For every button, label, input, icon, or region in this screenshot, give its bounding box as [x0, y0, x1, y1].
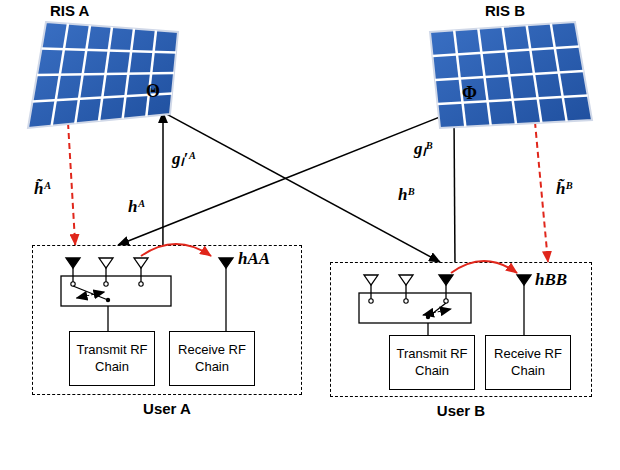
channel-label: h̃ᴬ — [34, 180, 51, 199]
ris-grid-line — [42, 49, 177, 53]
feed-line — [523, 285, 524, 335]
self-interference-arrow — [141, 244, 211, 256]
self-interference-label: hBB — [535, 271, 567, 290]
channel-arrow — [453, 112, 455, 262]
self-interference-label: hAA — [238, 250, 270, 269]
antenna-feed — [105, 268, 106, 282]
reflected-channel-arrow — [535, 122, 548, 262]
rf-chain-label: Receive RF Chain — [170, 342, 254, 375]
user-name: User B — [331, 402, 591, 420]
antenna-symbol — [399, 275, 413, 285]
ris-panel: RIS BΦ — [430, 22, 592, 128]
rf-chain-label: Receive RF Chain — [486, 346, 570, 379]
channel-label: hᴬ — [128, 198, 145, 217]
antenna-symbol — [99, 258, 113, 268]
ris-grid-line — [433, 47, 580, 57]
ris-surface — [28, 22, 178, 128]
ris-outline — [430, 22, 592, 128]
channel-arrow — [163, 112, 440, 262]
antenna-feed — [405, 285, 406, 299]
ris-surface — [430, 22, 592, 128]
ris-name: RIS B — [485, 2, 525, 20]
feed-line — [427, 323, 428, 335]
switch-box — [359, 293, 471, 323]
reflected-channel-arrow — [68, 123, 75, 245]
channel-label: gₗᴮ — [414, 140, 432, 159]
antenna-feed — [370, 285, 371, 299]
antenna-symbol — [439, 275, 453, 285]
feed-line — [225, 268, 226, 331]
switch-box — [61, 276, 171, 306]
switch-arm — [428, 303, 446, 317]
user-box: User ATransmit RF ChainReceive RF Chainh… — [32, 245, 302, 395]
feed-line — [107, 306, 108, 331]
channel-label: gₗ′ᴬ — [172, 150, 195, 169]
phase-matrix-symbol: Θ — [146, 82, 160, 100]
antenna-symbol — [134, 258, 148, 268]
ris-grid-line — [37, 73, 174, 75]
user-box: User BTransmit RF ChainReceive RF Chainh… — [330, 262, 592, 397]
antenna-symbol — [364, 275, 378, 285]
switch-pivot — [426, 315, 430, 319]
switch-contact — [404, 299, 408, 303]
switch-contact — [369, 299, 373, 303]
ris-name: RIS A — [50, 2, 89, 20]
rf-chain-label: Transmit RF Chain — [390, 346, 474, 379]
switch-motion — [423, 309, 451, 315]
channel-label: hᴮ — [398, 186, 414, 205]
antenna-feed — [72, 268, 73, 282]
rf-chain-box: Transmit RF Chain — [389, 335, 475, 390]
rf-chain-box: Receive RF Chain — [485, 335, 571, 390]
antenna-symbol — [66, 258, 80, 268]
ris-panel: RIS AΘ — [28, 22, 178, 128]
antenna-feed — [140, 268, 141, 282]
switch-arm — [73, 286, 108, 300]
switch-pivot — [106, 298, 110, 302]
switch-motion — [77, 292, 105, 298]
self-interference-arrow — [451, 261, 517, 273]
ris-grid-line — [438, 96, 588, 105]
ris-outline — [28, 22, 178, 128]
antenna-symbol — [219, 258, 233, 268]
ris-grid-line — [435, 71, 584, 80]
antenna-feed — [445, 285, 446, 299]
antenna-symbol — [517, 275, 531, 285]
rf-chain-box: Receive RF Chain — [169, 331, 255, 386]
phase-matrix-symbol: Φ — [462, 84, 477, 102]
rf-chain-box: Transmit RF Chain — [69, 331, 155, 386]
channel-label: h̃ᴮ — [556, 180, 572, 199]
switch-contact — [444, 299, 448, 303]
switch-contact — [71, 282, 75, 286]
switch-contact — [104, 282, 108, 286]
switch-contact — [139, 282, 143, 286]
user-name: User A — [33, 400, 301, 418]
rf-chain-label: Transmit RF Chain — [70, 342, 154, 375]
channel-arrow — [162, 112, 164, 245]
